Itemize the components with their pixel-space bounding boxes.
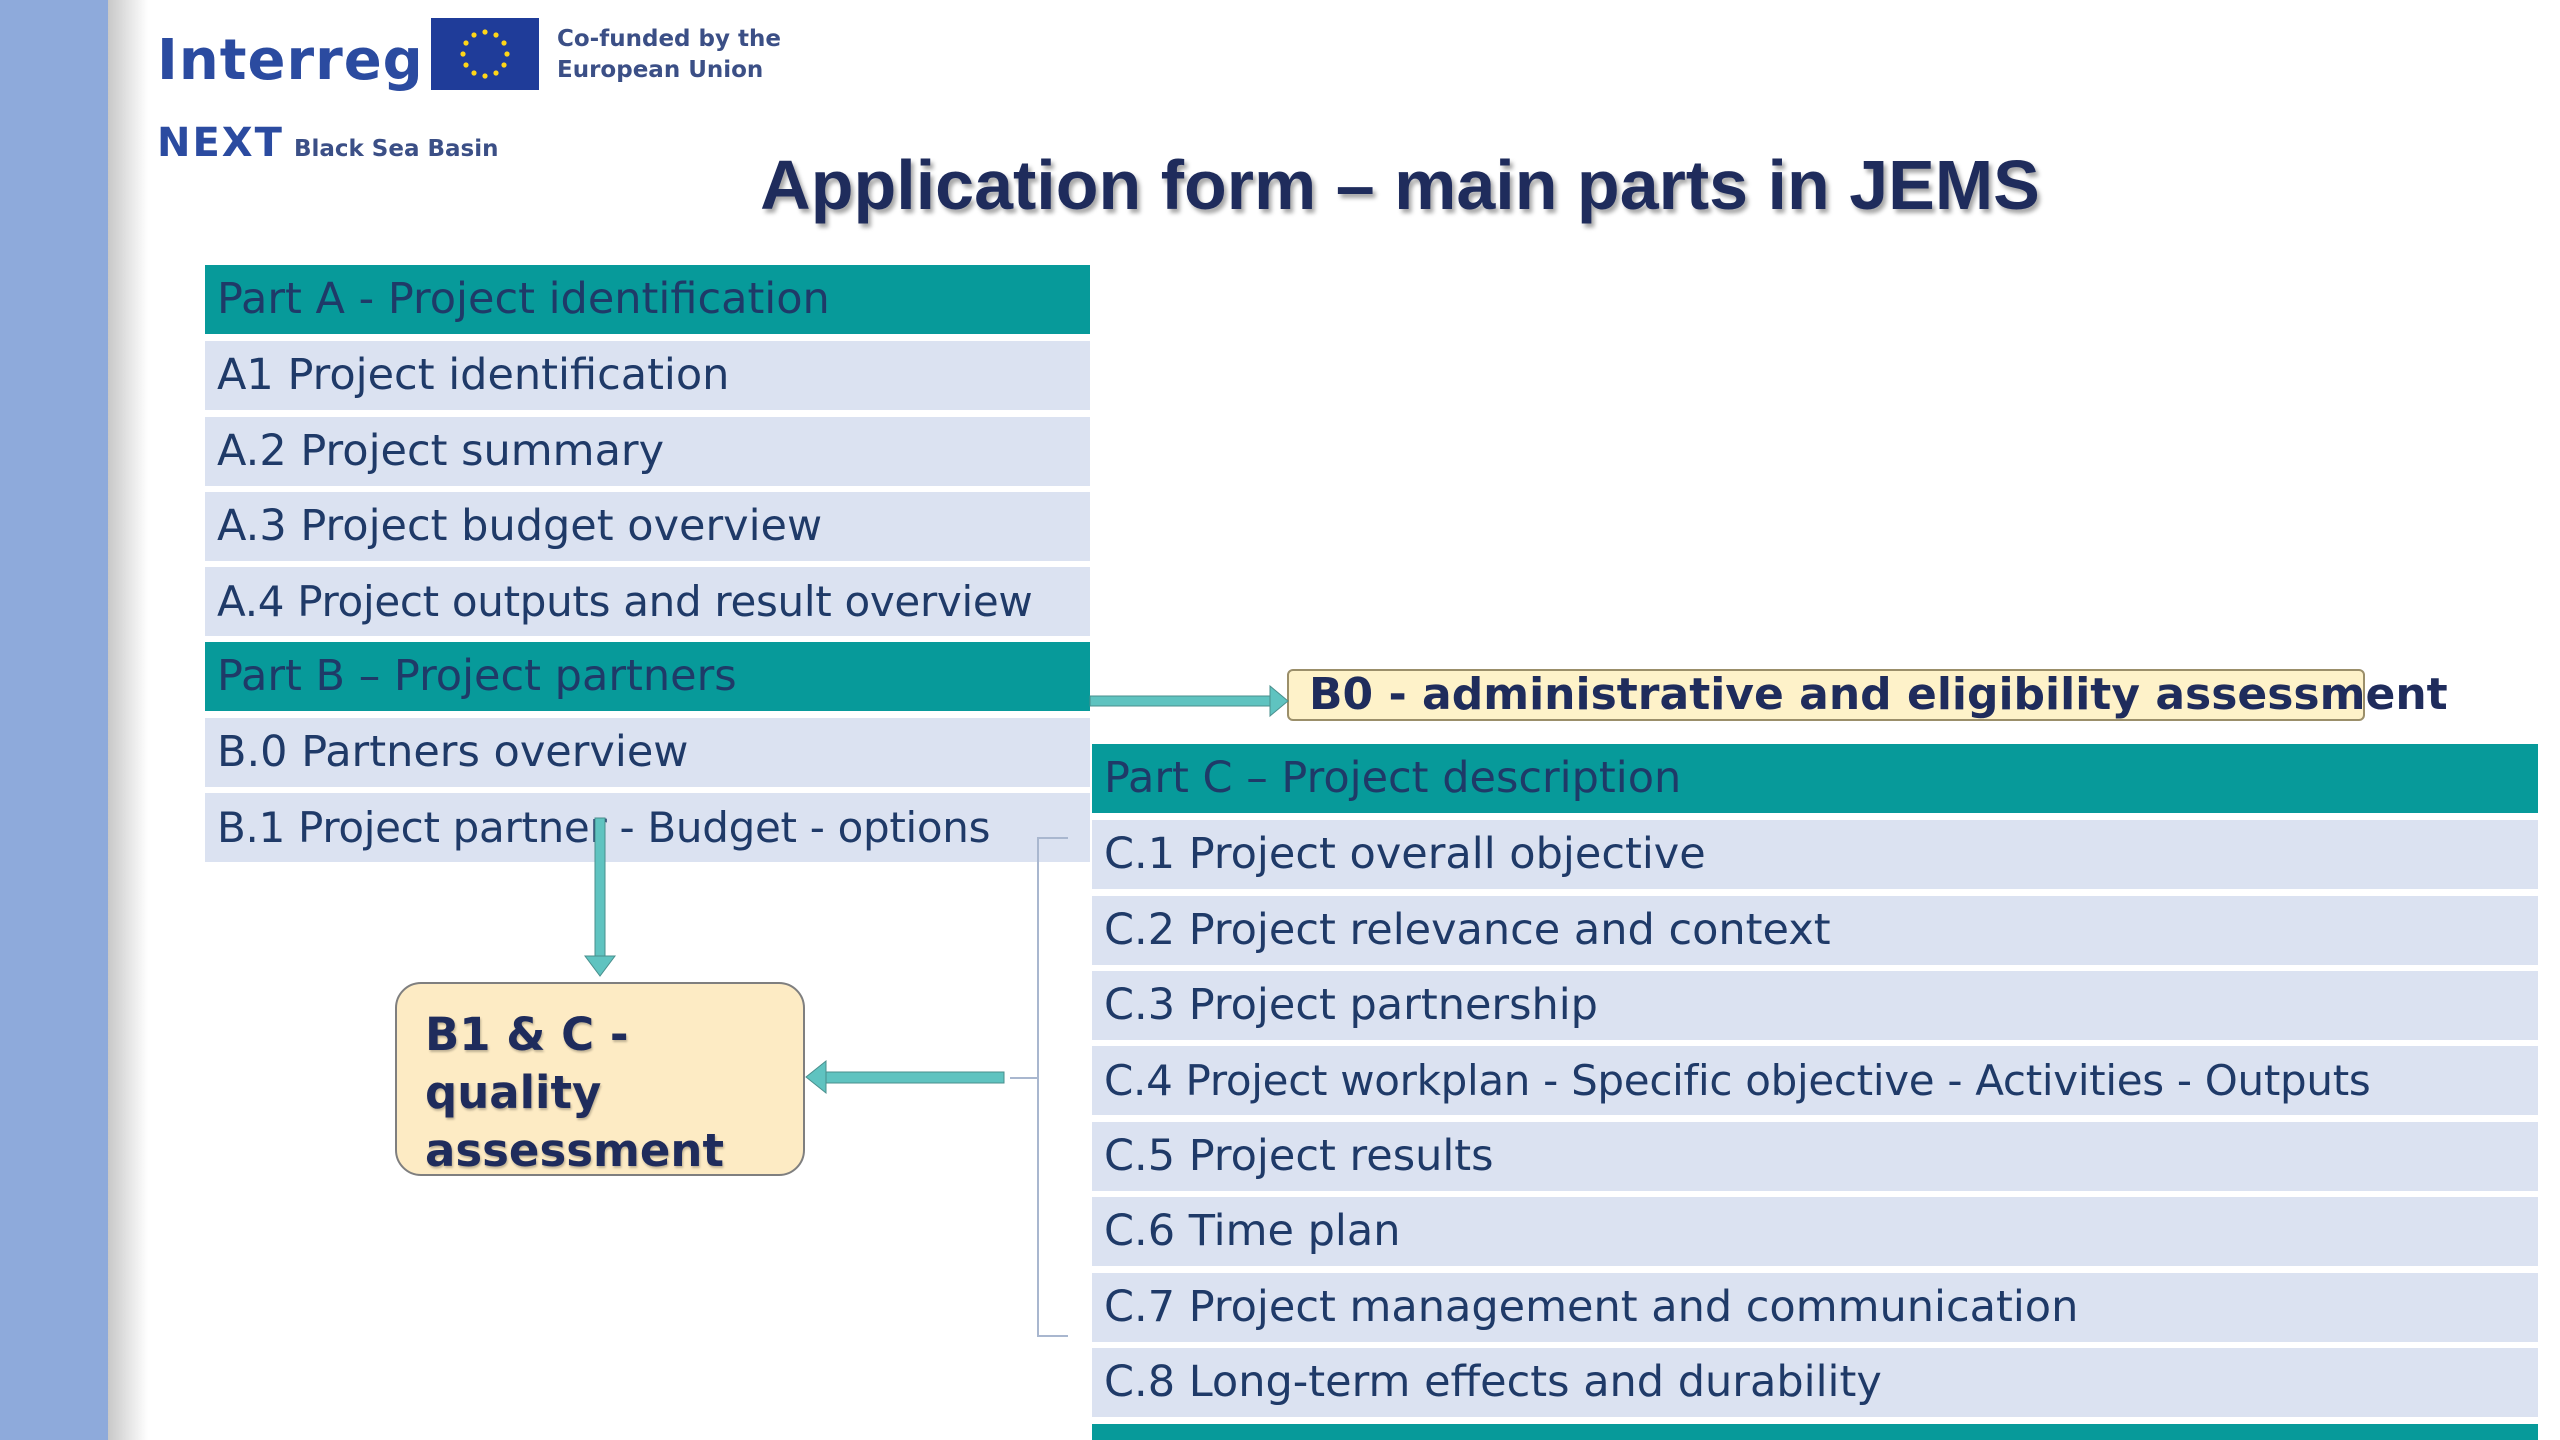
- part-b-item: B.0 Partners overview: [205, 718, 1090, 787]
- interreg-logo: Interreg: [157, 28, 424, 93]
- b0-arrow: [1089, 684, 1289, 718]
- b1c-assessment-line1: B1 & C - quality: [425, 1008, 629, 1119]
- page-title: Application form – main parts in JEMS: [760, 146, 2040, 224]
- part-d-heading-partial: [1092, 1424, 2538, 1440]
- part-c-item: C.6 Time plan: [1092, 1197, 2538, 1266]
- part-c-bracket: [1037, 837, 1068, 1337]
- cofunded-text: Co-funded by the European Union: [557, 26, 781, 83]
- part-c-item: C.3 Project partnership: [1092, 971, 2538, 1040]
- b1c-assessment-line2: assessment: [425, 1124, 724, 1177]
- part-c-item: C.7 Project management and communication: [1092, 1273, 2538, 1342]
- sidebar-shadow: [108, 0, 148, 1440]
- b1-down-arrow: [584, 817, 616, 977]
- part-c-item: C.2 Project relevance and context: [1092, 896, 2538, 965]
- part-c-item: C.8 Long-term effects and durability: [1092, 1348, 2538, 1417]
- part-c-item: C.5 Project results: [1092, 1122, 2538, 1191]
- next-logo-word: NEXT: [157, 120, 284, 166]
- part-a-item: A1 Project identification: [205, 341, 1090, 410]
- part-c-item: C.1 Project overall objective: [1092, 820, 2538, 889]
- eu-flag-icon: [431, 18, 539, 90]
- part-c-item: C.4 Project workplan - Specific objectiv…: [1092, 1046, 2538, 1115]
- next-logo-subtitle: Black Sea Basin: [293, 136, 499, 162]
- part-a-item: A.4 Project outputs and result overview: [205, 567, 1090, 636]
- part-a-item: A.3 Project budget overview: [205, 492, 1090, 561]
- b1c-assessment-box: B1 & C - quality assessment: [395, 982, 805, 1177]
- part-c-heading: Part C – Project description: [1092, 744, 2538, 813]
- part-a-heading: Part A - Project identification: [205, 265, 1090, 334]
- c-quality-arrow: [805, 1059, 1005, 1095]
- part-b-heading: Part B – Project partners: [205, 642, 1090, 711]
- part-a-item: A.2 Project summary: [205, 417, 1090, 486]
- b0-assessment-box: B0 - administrative and eligibility asse…: [1287, 669, 2448, 721]
- sidebar-band: [0, 0, 108, 1440]
- next-logo: NEXT Black Sea Basin: [157, 120, 499, 166]
